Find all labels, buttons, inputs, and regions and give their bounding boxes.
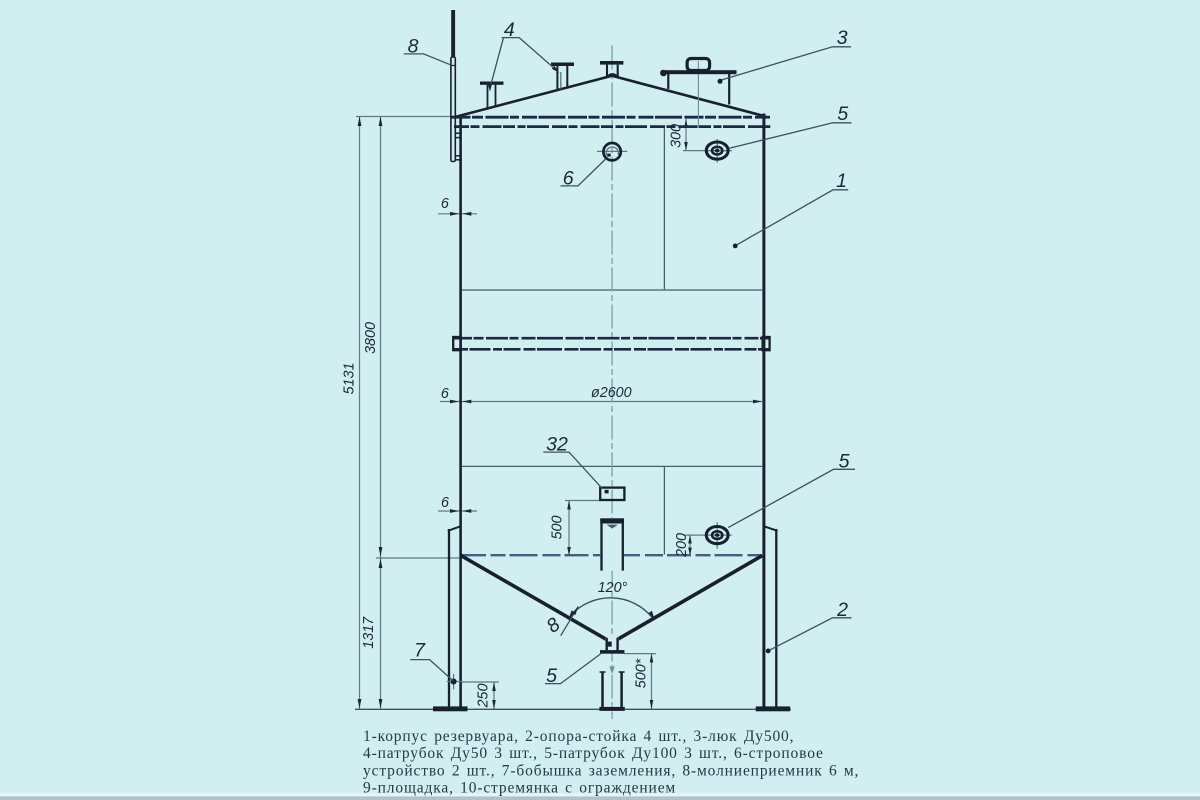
svg-text:3: 3 [837,27,848,49]
svg-text:32: 32 [546,433,568,455]
svg-text:8: 8 [408,35,419,57]
svg-text:6: 6 [563,168,574,190]
svg-text:500: 500 [550,516,566,540]
svg-text:устройство 2 шт., 7-бобышка за: устройство 2 шт., 7-бобышка заземления, … [363,762,859,779]
svg-text:ø2600: ø2600 [591,385,632,401]
svg-text:300: 300 [669,124,685,148]
svg-text:500*: 500* [634,658,650,688]
svg-text:9-площадка, 10-стремянка с огр: 9-площадка, 10-стремянка с ограждением [363,780,676,797]
svg-text:250: 250 [476,684,492,709]
svg-text:5131: 5131 [342,363,358,395]
svg-text:1: 1 [836,170,847,192]
svg-text:7: 7 [414,640,426,662]
svg-text:5: 5 [546,665,557,687]
svg-text:5: 5 [839,451,850,473]
svg-text:3800: 3800 [363,322,379,354]
svg-text:200: 200 [674,533,690,558]
svg-text:1-корпус резервуара, 2-опора-с: 1-корпус резервуара, 2-опора-стойка 4 шт… [363,728,794,745]
svg-text:5: 5 [837,103,848,125]
svg-text:1317: 1317 [361,616,377,649]
svg-text:4-патрубок Ду50 3 шт., 5-патру: 4-патрубок Ду50 3 шт., 5-патрубок Ду100 … [363,745,824,762]
svg-text:6: 6 [441,196,449,212]
svg-text:6: 6 [441,386,449,402]
svg-text:120°: 120° [598,580,628,596]
svg-text:2: 2 [836,599,848,621]
svg-text:4: 4 [504,19,515,41]
svg-text:6: 6 [441,495,449,511]
